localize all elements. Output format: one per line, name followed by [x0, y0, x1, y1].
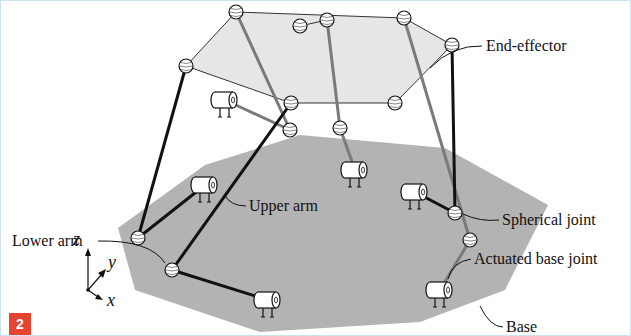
axis-label: x — [107, 290, 115, 310]
part-label: Base — [506, 318, 537, 336]
part-label: Spherical joint — [502, 211, 596, 229]
part-label: Actuated base joint — [474, 250, 598, 268]
front-arms — [138, 45, 455, 300]
back-arms — [225, 12, 470, 290]
coordinate-axes — [85, 248, 106, 300]
leader-lines — [98, 46, 503, 327]
part-label: Upper arm — [249, 197, 318, 215]
part-label: Lower arm — [12, 232, 83, 250]
end-effector-plate — [186, 12, 452, 103]
spherical-joints — [131, 5, 477, 277]
axis-label: y — [108, 252, 116, 272]
axis-label: z — [73, 229, 80, 249]
figure-number: 2 — [16, 316, 24, 332]
base-plate — [118, 135, 548, 332]
actuated-base-joints — [191, 92, 452, 317]
part-label: End-effector — [486, 37, 567, 55]
figure-number-badge: 2 — [9, 313, 31, 335]
